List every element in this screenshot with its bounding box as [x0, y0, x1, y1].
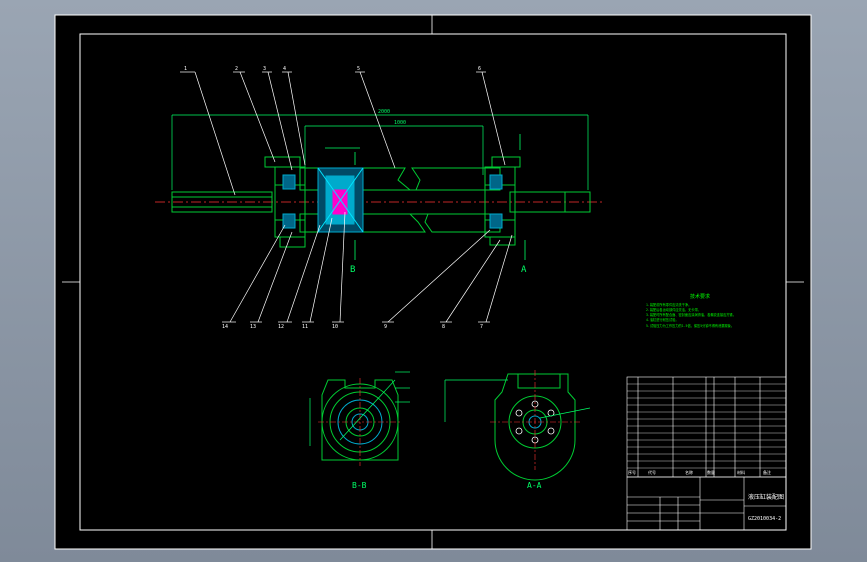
- title-block: [626, 476, 787, 531]
- notes-title: 技术要求: [690, 293, 710, 300]
- parts-header-qty: 数量: [707, 469, 715, 475]
- dimension-overall: 2000: [378, 109, 390, 115]
- parts-header-material: 材料: [737, 469, 745, 475]
- section-view-aa: [444, 370, 591, 481]
- balloon-top-3: 3: [263, 66, 266, 72]
- parts-list-header: 序号 代号 名称 数量 材料 备注: [628, 469, 771, 475]
- balloon-top-4: 4: [283, 66, 286, 72]
- view-label-bb: B-B: [352, 481, 367, 490]
- notes-line-5: 5.试验压力为工作压力的1.5倍，保压5分钟不得有泄漏现象。: [646, 323, 734, 328]
- parts-header-seq: 序号: [628, 469, 636, 475]
- section-mark-a: A: [521, 265, 527, 275]
- notes-line-2: 2.装配后各运动部件应灵活，无卡滞。: [646, 307, 701, 312]
- balloon-bottom-11: 11: [302, 324, 308, 330]
- balloon-leaders: [180, 71, 513, 323]
- balloon-bottom-13: 13: [250, 324, 256, 330]
- piston-rod-left: [171, 191, 273, 213]
- parts-header-name: 名称: [685, 469, 693, 475]
- section-mark-b: B: [350, 265, 355, 275]
- balloon-bottom-7: 7: [480, 324, 483, 330]
- parts-list-rows: [627, 383, 786, 469]
- technical-notes: 技术要求 1.装配前所有零件应清洗干净。 2.装配后各运动部件应灵活，无卡滞。 …: [646, 293, 736, 328]
- parts-header-code: 代号: [648, 469, 656, 475]
- balloon-top-1: 1: [184, 66, 187, 72]
- main-view: [155, 71, 605, 323]
- balloon-bottom-10: 10: [332, 324, 338, 330]
- balloon-top-2: 2: [235, 66, 238, 72]
- dimension-inner: 1000: [394, 120, 406, 126]
- balloon-numbers-top: 1 2 3 4 5 6: [184, 66, 481, 72]
- balloon-bottom-8: 8: [442, 324, 445, 330]
- drawing-name: 液压缸装配图: [748, 493, 784, 501]
- notes-line-4: 4.油缸进行耐压试验。: [646, 317, 679, 322]
- balloon-top-5: 5: [357, 66, 360, 72]
- view-label-aa: A-A: [527, 481, 542, 490]
- balloon-bottom-9: 9: [384, 324, 387, 330]
- parts-header-remark: 备注: [763, 469, 771, 475]
- piston: [317, 167, 364, 233]
- drawing-number: GZ2010034-2: [748, 516, 781, 522]
- piston-rod-right: [509, 191, 591, 213]
- section-cut-lines: [354, 134, 526, 260]
- center-marks: [62, 15, 804, 549]
- notes-line-3: 3.装配时所有配合面、密封面应涂润滑油，各螺纹连接应拧紧。: [646, 312, 736, 317]
- left-seals: [282, 174, 503, 229]
- balloon-top-6: 6: [478, 66, 481, 72]
- section-view-bb: [309, 371, 410, 466]
- outer-border: [54, 14, 812, 550]
- balloon-bottom-12: 12: [278, 324, 284, 330]
- balloon-numbers-bottom: 14 13 12 11 10 9 8 7: [222, 324, 483, 330]
- balloon-bottom-14: 14: [222, 324, 228, 330]
- notes-line-1: 1.装配前所有零件应清洗干净。: [646, 302, 691, 307]
- drawing-sheet: [55, 15, 811, 549]
